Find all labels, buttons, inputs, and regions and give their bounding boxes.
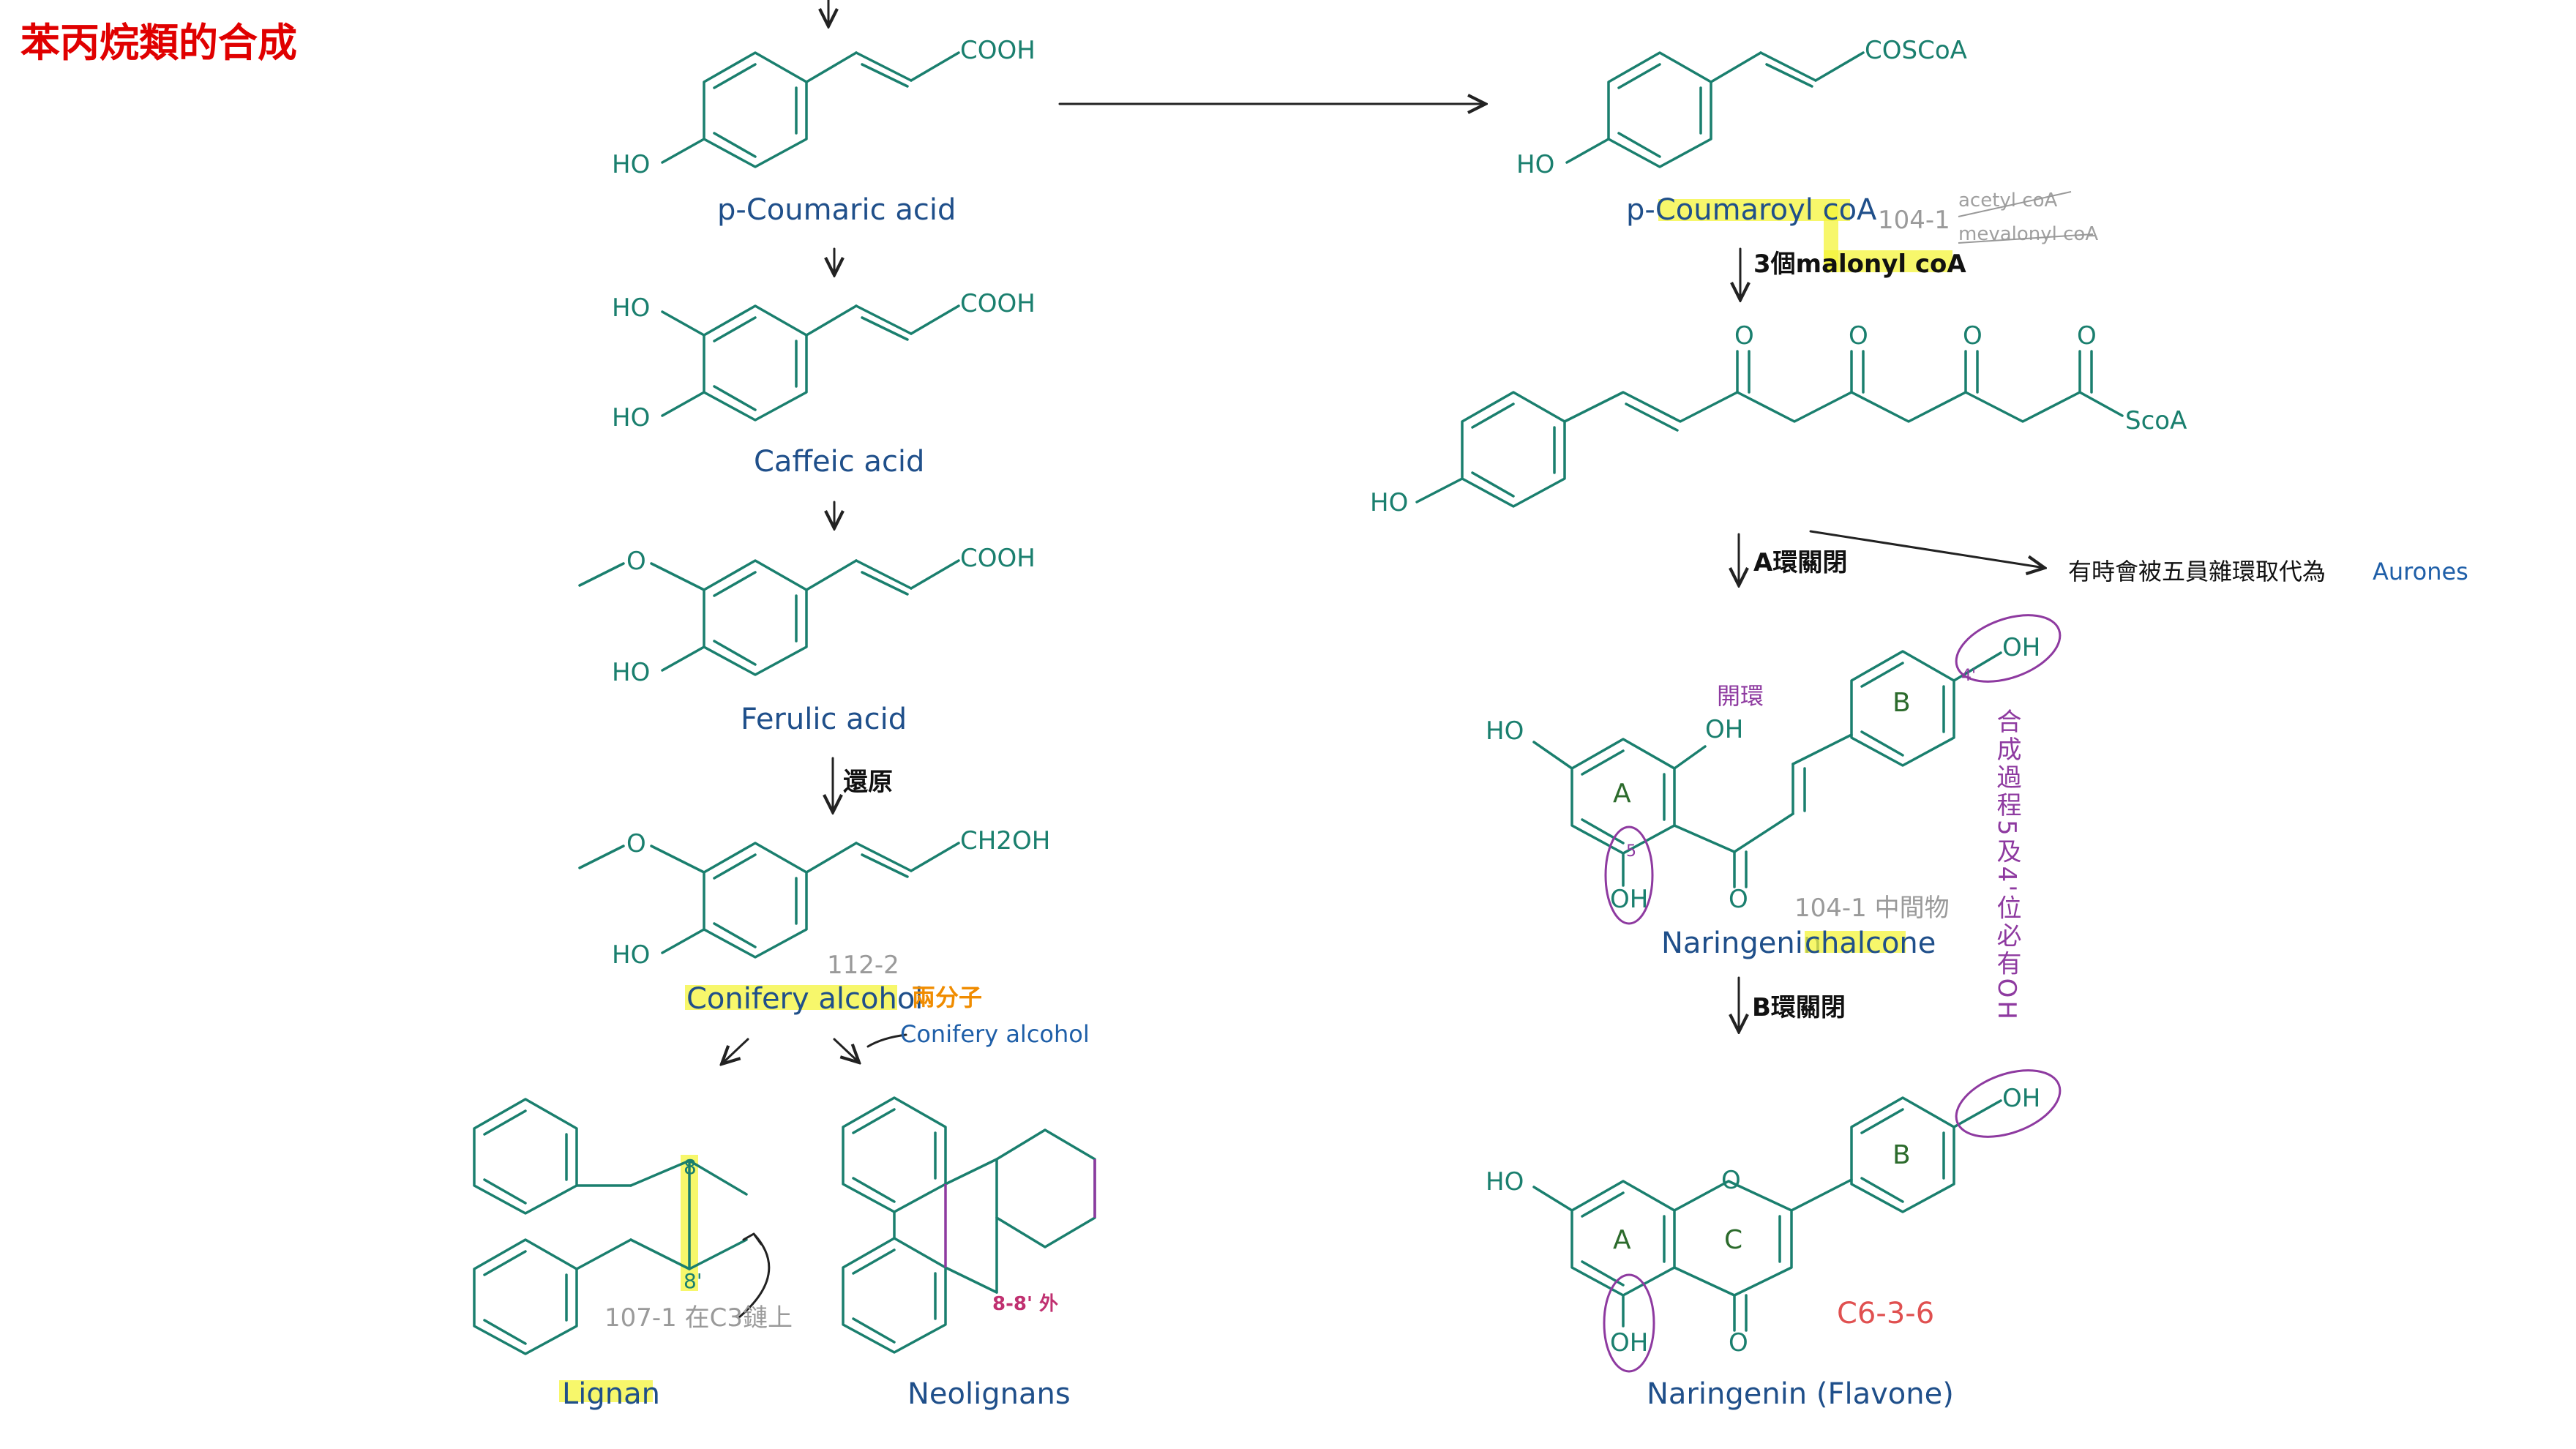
lignan-structure: 8 8': [473, 1098, 771, 1355]
oh-label: OH: [1610, 1328, 1648, 1358]
coscoa-label: COSCoA: [1865, 36, 1967, 65]
open-ring-label: 開環: [1717, 682, 1764, 710]
oh-4prime-circle: [1955, 1069, 2062, 1138]
ring-a-label: A: [1613, 1225, 1631, 1255]
p-coumaroyl-coa-name: p-Coumaroyl coA: [1626, 193, 1877, 227]
ho-label: HO: [1516, 150, 1554, 179]
a-ring-close-label: A環關閉: [1753, 548, 1847, 577]
p-coumaric-acid-name: p-Coumaric acid: [717, 193, 956, 227]
c636-label: C6-3-6: [1837, 1297, 1934, 1330]
arrow-to-neolignans: [833, 1038, 859, 1063]
two-molecules-label: 兩分子: [912, 984, 982, 1011]
note-104-top: 104-1: [1878, 206, 1950, 235]
oh-label: OH: [1705, 715, 1743, 744]
oh-label: OH: [1610, 885, 1648, 914]
polyketide-intermediate-structure: O O O O ScoA HO: [1370, 321, 2187, 517]
flavone-name: Naringenin (Flavone): [1647, 1377, 1954, 1411]
malonyl-label: 3個malonyl coA: [1753, 250, 1966, 279]
mevalonyl-strike: [1958, 233, 2094, 244]
highlight-conifery: [685, 985, 897, 1010]
highlight-lignan: [559, 1380, 653, 1402]
oh-label: OH: [2002, 633, 2040, 662]
oh-5-circle: [1604, 825, 1654, 925]
reduction-label: 還原: [843, 768, 893, 797]
note-112-2: 112-2: [827, 951, 899, 980]
side-note-vertical: 合成過程5及4'位必有OH: [1992, 708, 2021, 1022]
o-label: O: [2077, 321, 2097, 351]
ferulic-acid-structure: COOH O HO: [578, 544, 1036, 687]
acetyl-coa-label: acetyl coA: [1958, 190, 2057, 211]
ho-label: HO: [612, 403, 650, 433]
p-coumaric-acid-structure: COOH HO: [612, 36, 1036, 179]
cooh-label: COOH: [960, 289, 1036, 318]
highlight-malonyl: [1824, 250, 1952, 272]
caffeic-acid-name: Caffeic acid: [754, 445, 924, 479]
naringenin-flavone-structure: HO O OH O OH A C B: [1486, 1069, 2062, 1373]
conifery-typed-label: Conifery alcohol: [900, 1020, 1090, 1048]
o-label: O: [1734, 321, 1754, 351]
position-8-prime: 8': [684, 1269, 703, 1293]
ring-b-label: B: [1892, 688, 1911, 718]
cooh-label: COOH: [960, 544, 1036, 573]
ho-label: HO: [612, 940, 650, 970]
highlight-chalcone: [1805, 931, 1906, 953]
aurones-note: 有時會被五員雜環取代為: [2068, 558, 2326, 585]
neo-bond-label: 8-8' 外: [992, 1293, 1058, 1315]
chalcone-name-a: Naringenin: [1661, 926, 1821, 960]
aurones-arrow: [1809, 530, 2045, 568]
acetyl-strike: [1958, 191, 2072, 217]
ferulic-acid-name: Ferulic acid: [741, 703, 907, 736]
position-4-prime: 4': [1961, 667, 1976, 685]
neolignans-name: Neolignans: [907, 1377, 1071, 1411]
page-title: 苯丙烷類的合成: [20, 20, 297, 66]
ho-label: HO: [612, 150, 650, 179]
ho-label: HO: [612, 658, 650, 687]
conifery-typed-pointer: [866, 1033, 907, 1048]
ring-c-label: C: [1724, 1225, 1742, 1255]
ho-label: HO: [1486, 1167, 1524, 1197]
conifery-alcohol-structure: CH2OH O HO: [578, 826, 1050, 970]
arrow-to-lignan: [722, 1038, 749, 1064]
ho-label: HO: [1370, 488, 1408, 517]
position-5: 5: [1626, 842, 1636, 861]
note-104-mid: 104-1 中間物: [1794, 894, 1950, 923]
position-8: 8: [684, 1155, 697, 1179]
o-label: O: [1729, 885, 1748, 914]
ring-a-label: A: [1613, 779, 1631, 809]
caffeic-acid-structure: COOH HO HO: [612, 289, 1036, 433]
scoa-label: ScoA: [2125, 406, 2187, 435]
conifery-alcohol-name: Conifery alcohol: [686, 982, 923, 1016]
note-107-pointer: [738, 1232, 771, 1319]
chalcone-name-b: chalcone: [1805, 926, 1936, 960]
cooh-label: COOH: [960, 36, 1036, 65]
highlight-coumaroyl: [1658, 199, 1850, 221]
o-label: O: [1849, 321, 1868, 351]
o-label: O: [1721, 1166, 1741, 1195]
ho-label: HO: [612, 293, 650, 323]
neolignans-structure: [842, 1096, 1096, 1354]
b-ring-close-label: B環關閉: [1752, 993, 1846, 1022]
o-label: O: [1963, 321, 1982, 351]
note-107-1: 107-1 在C3鏈上: [604, 1303, 793, 1333]
p-coumaroyl-coa-structure: COSCoA HO: [1516, 36, 1967, 179]
o-label: O: [1729, 1328, 1748, 1358]
ch2oh-label: CH2OH: [960, 826, 1050, 855]
ring-b-label: B: [1892, 1140, 1911, 1170]
aurones-label: Aurones: [2373, 558, 2468, 585]
lignan-name: Lignan: [562, 1377, 660, 1411]
o-label: O: [626, 547, 646, 576]
oh-label: OH: [2002, 1084, 2040, 1113]
ho-label: HO: [1486, 716, 1524, 746]
oh-5-circle: [1603, 1273, 1655, 1373]
naringenin-chalcone-structure: HO OH OH O OH A B 5 4': [1486, 614, 2062, 925]
o-label: O: [626, 829, 646, 858]
oh-4prime-circle: [1955, 614, 2062, 683]
